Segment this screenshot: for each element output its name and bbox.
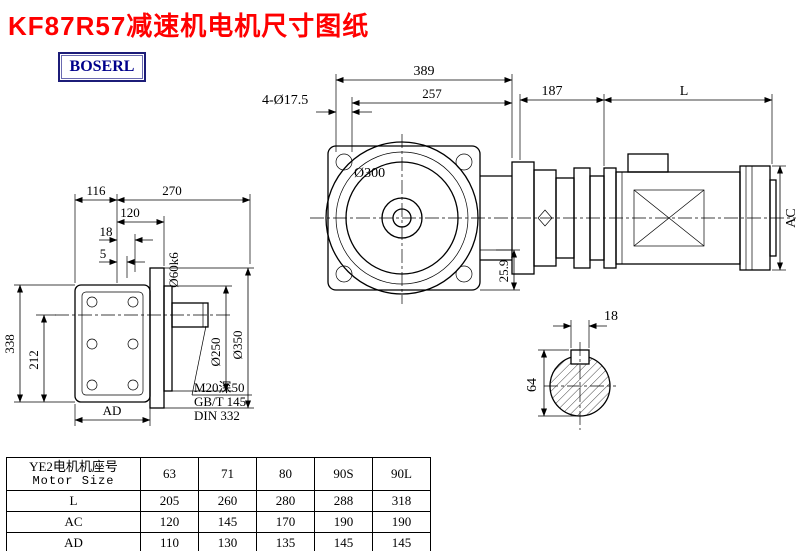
- table-cell: 130: [198, 532, 257, 551]
- table-cell: 170: [256, 511, 315, 533]
- dim-18: 18: [100, 224, 113, 239]
- table-cell: 145: [372, 532, 431, 551]
- header-label-en: Motor Size: [32, 474, 115, 488]
- motor-size-table: YE2电机机座号 Motor Size 63 71 80 90S 90L L 2…: [6, 457, 431, 551]
- page-title: KF87R57减速机电机尺寸图纸: [8, 11, 370, 41]
- table-cell: 120: [140, 511, 199, 533]
- front-dimensions: 116 270 120 18 5 Ø60k6 338 212: [2, 183, 254, 426]
- table-header-motor-size: YE2电机机座号 Motor Size: [6, 457, 141, 491]
- bolt-hole: [335, 153, 353, 171]
- dim-total-width: 389: [414, 64, 435, 79]
- dim-flange-circle: Ø300: [354, 166, 385, 181]
- top-dimensions: 389 257 4-Ø17.5 Ø300 25.9: [262, 64, 520, 291]
- col-header-size: 63: [140, 457, 199, 491]
- dim-key-width: 18: [604, 309, 618, 324]
- col-header-size: 90S: [314, 457, 373, 491]
- dim-spigot-dia: Ø250: [208, 338, 223, 367]
- table-cell: 288: [314, 490, 373, 512]
- dim-offset: 25.9: [496, 260, 511, 283]
- motor-dimensions: 187 L AC: [519, 84, 799, 271]
- row-label: AD: [6, 532, 141, 551]
- dim-key-height: 64: [525, 378, 540, 392]
- table-cell: 190: [372, 511, 431, 533]
- dim-bolt-holes: 4-Ø17.5: [262, 93, 308, 108]
- col-header-size: 71: [198, 457, 257, 491]
- bolt-hole: [455, 265, 473, 283]
- motor-side-view: [511, 153, 777, 275]
- col-header-size: 90L: [372, 457, 431, 491]
- table-cell: 145: [198, 511, 257, 533]
- dim-338: 338: [2, 334, 17, 354]
- bolt-hole: [335, 265, 353, 283]
- note-std-din: DIN 332: [194, 408, 240, 423]
- dim-5: 5: [100, 246, 107, 261]
- dim-flange-span: 257: [422, 86, 442, 101]
- table-cell: 260: [198, 490, 257, 512]
- dim-motor-length: L: [680, 84, 689, 99]
- dim-motor-adapter: 187: [542, 84, 563, 99]
- table-cell: 135: [256, 532, 315, 551]
- row-label: AC: [6, 511, 141, 533]
- table-row: AC 120 145 170 190 190: [6, 511, 431, 533]
- terminal-box: [627, 153, 669, 173]
- col-header-size: 80: [256, 457, 315, 491]
- dim-270: 270: [162, 183, 182, 198]
- brand-logo-box: BOSERL: [58, 52, 146, 82]
- table-row: L 205 260 280 288 318: [6, 490, 431, 512]
- dim-116: 116: [86, 183, 106, 198]
- dim-shaft-dia: Ø60k6: [166, 252, 181, 288]
- dim-212: 212: [26, 350, 41, 370]
- table-row: AD 110 130 135 145 145: [6, 532, 431, 551]
- dim-motor-height: AC: [784, 208, 799, 227]
- table-cell: 145: [314, 532, 373, 551]
- dim-AD: AD: [103, 403, 122, 418]
- shaft-section-view: 18 64: [525, 309, 618, 430]
- dim-120: 120: [120, 205, 140, 220]
- note-std-gb: GB/T 145: [194, 394, 246, 409]
- table-header-row: YE2电机机座号 Motor Size 63 71 80 90S 90L: [6, 457, 431, 491]
- table-cell: 190: [314, 511, 373, 533]
- top-view: [325, 134, 512, 304]
- flange-spigot: [163, 285, 173, 392]
- diamond-mark: [537, 209, 553, 227]
- table-cell: 280: [256, 490, 315, 512]
- note-tap-hole: M20深50: [194, 380, 245, 395]
- brand-text: BOSERL: [69, 58, 135, 75]
- row-label: L: [6, 490, 141, 512]
- output-flange: [149, 267, 165, 409]
- header-label-cn: YE2电机机座号: [29, 459, 118, 474]
- table-cell: 318: [372, 490, 431, 512]
- dim-flange-od: Ø350: [230, 331, 245, 360]
- bolt-hole: [455, 153, 473, 171]
- front-view: [55, 267, 232, 409]
- table-cell: 110: [140, 532, 199, 551]
- table-cell: 205: [140, 490, 199, 512]
